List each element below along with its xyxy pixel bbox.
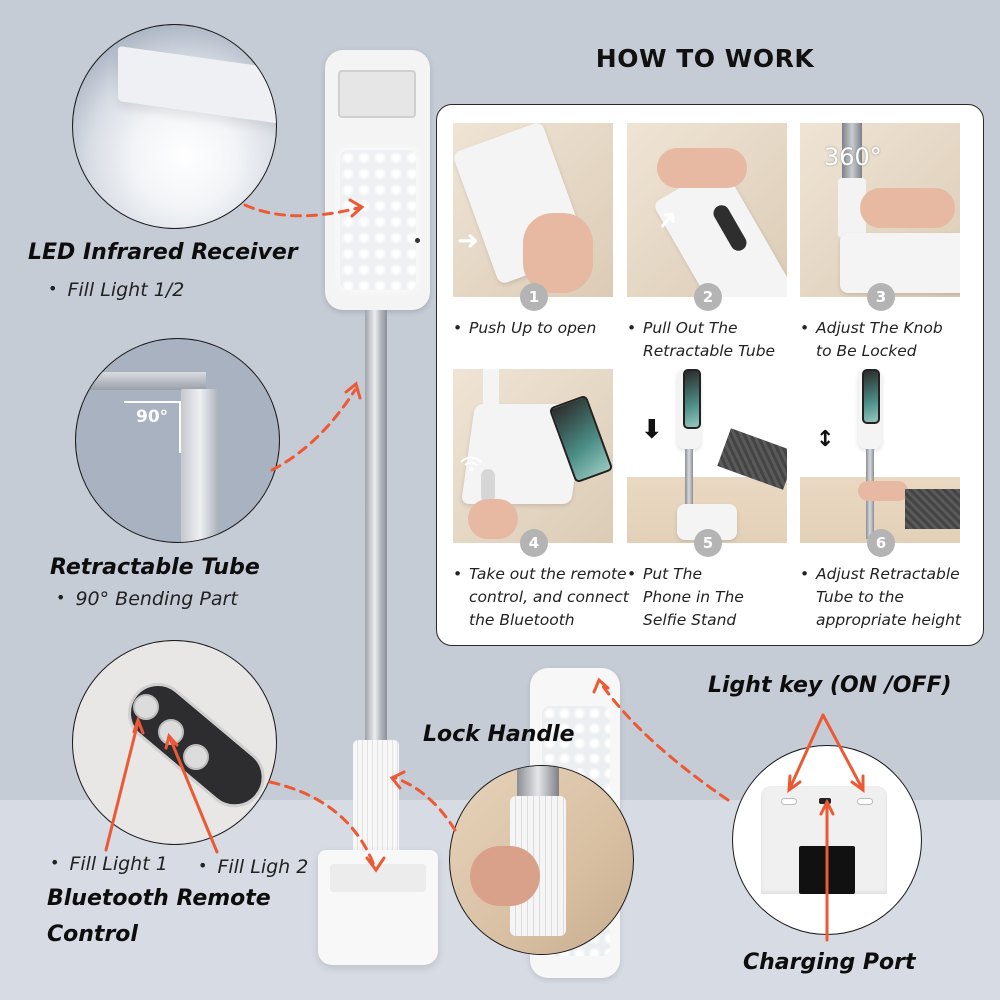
how-to-work-title: HOW TO WORK — [595, 44, 815, 73]
usb-charging-port — [819, 798, 831, 804]
bent-arm-image — [76, 372, 206, 390]
step-3-line-2: to Be Locked — [816, 342, 917, 360]
camera-shutter-button-icon — [183, 744, 209, 770]
fill-light-2-button-icon — [158, 719, 184, 745]
step-2-badge: 2 — [694, 283, 722, 311]
step-4-line-3: the Bluetooth — [469, 611, 575, 629]
step-4-badge: 4 — [520, 529, 548, 557]
led-receiver-zoom-circle — [72, 24, 277, 229]
lock-handle-zoom-circle — [449, 765, 634, 955]
step-5-photo: ⬇ — [627, 369, 787, 543]
step-4-remote — [481, 469, 495, 503]
tube-callout-arrow — [270, 388, 357, 472]
hinge-slot — [799, 846, 855, 894]
step-4-hand — [468, 499, 518, 539]
step-6-caption: Adjust Retractable Tube to the appropria… — [800, 563, 961, 632]
step-5-caption: Put The Phone in The Selfie Stand — [627, 563, 787, 632]
bluetooth-remote-zoom-circle — [72, 640, 277, 845]
step-3-base — [840, 233, 960, 293]
step-2-photo: ➜ — [627, 123, 787, 297]
step-1-line-1: Push Up to open — [469, 319, 597, 337]
step-4: 4 Take out the remote control, and conne… — [453, 369, 629, 632]
led-receiver-bullet: Fill Light 1/2 — [48, 279, 184, 301]
how-to-work-card: ➜ 1 Push Up to open ➜ 2 Pull Out The Ret… — [436, 104, 984, 646]
step-5-line-2: Phone in The — [643, 588, 744, 606]
arrow-down-icon: ⬇ — [641, 415, 663, 445]
step-3-photo: 360° — [800, 123, 960, 297]
angle-line-horizontal — [124, 401, 181, 403]
fill-light-2-bullet: Fill Ligh 2 — [198, 856, 308, 878]
hand-image — [470, 846, 540, 906]
step-2-hand — [657, 148, 747, 188]
step-5-badge: 5 — [694, 529, 722, 557]
stand-base — [318, 850, 438, 965]
step-1-hand — [523, 213, 593, 293]
step-4-caption: Take out the remote control, and connect… — [453, 563, 629, 632]
charging-port-zoom-circle — [732, 745, 922, 935]
step-2-line-2: Retractable Tube — [643, 342, 776, 360]
bluetooth-remote-title-line2: Control — [47, 922, 138, 947]
charging-port-title: Charging Port — [743, 950, 916, 975]
step-4-photo — [453, 369, 613, 543]
infrared-receiver-dot — [415, 238, 420, 243]
step-6-arm — [905, 489, 960, 529]
step-5-pole — [685, 449, 693, 509]
light-lid-image — [118, 45, 276, 130]
retractable-tube-bullet: 90° Bending Part — [56, 588, 237, 610]
step-5-arm — [717, 428, 787, 490]
light-key-right — [857, 798, 873, 805]
step-6: ↕ 6 Adjust Retractable Tube to the appro… — [800, 369, 961, 632]
step-3-caption: Adjust The Knob to Be Locked — [800, 317, 960, 363]
rotate-360-label: 360° — [824, 143, 882, 171]
step-3-badge: 3 — [867, 283, 895, 311]
arrow-up-down-icon: ↕ — [816, 427, 835, 452]
step-1: ➜ 1 Push Up to open — [453, 123, 613, 340]
wifi-icon — [460, 456, 482, 471]
step-3: 360° 3 Adjust The Knob to Be Locked — [800, 123, 960, 363]
led-fill-light-panel — [340, 150, 416, 290]
bluetooth-remote-title-line1: Bluetooth Remote — [47, 886, 271, 911]
step-3-hand — [860, 188, 955, 228]
step-1-caption: Push Up to open — [453, 317, 613, 340]
step-2-caption: Pull Out The Retractable Tube — [627, 317, 787, 363]
step-6-badge: 6 — [867, 529, 895, 557]
step-3-line-1: Adjust The Knob — [816, 319, 943, 337]
angle-line-vertical — [179, 401, 181, 453]
light-key-title: Light key (ON /OFF) — [708, 673, 952, 698]
step-5-phone — [683, 369, 701, 429]
step-6-line-3: appropriate height — [816, 611, 961, 629]
step-1-badge: 1 — [520, 283, 548, 311]
arrow-right-icon: ➜ — [457, 226, 479, 256]
tube-segments-image — [181, 389, 219, 542]
telescopic-pole — [365, 310, 387, 750]
step-6-line-2: Tube to the — [816, 588, 904, 606]
step-6-hand — [858, 481, 908, 501]
step-4-pole — [483, 369, 499, 409]
step-6-phone — [862, 369, 880, 424]
step-3-rod — [842, 123, 862, 183]
step-6-photo: ↕ — [800, 369, 960, 543]
fill-light-1-button-icon — [133, 694, 159, 720]
fill-light-1-bullet: Fill Light 1 — [50, 853, 167, 875]
lock-handle-title: Lock Handle — [423, 722, 575, 747]
step-5-line-1: Put The — [643, 565, 703, 583]
remote-storage-slot — [330, 864, 426, 892]
step-4-line-1: Take out the remote — [469, 565, 627, 583]
retractable-tube-title: Retractable Tube — [50, 555, 260, 580]
phone-clamp — [338, 70, 416, 118]
angle-label: 90° — [136, 407, 169, 427]
step-6-line-1: Adjust Retractable — [816, 565, 960, 583]
step-5: ⬇ 5 Put The Phone in The Selfie Stand — [627, 369, 787, 632]
step-2: ➜ 2 Pull Out The Retractable Tube — [627, 123, 787, 363]
light-key-left — [781, 798, 797, 805]
step-2-line-1: Pull Out The — [643, 319, 738, 337]
step-5-line-3: Selfie Stand — [643, 611, 737, 629]
lock-callout-arrow — [391, 775, 457, 832]
retractable-tube-zoom-circle: 90° — [75, 338, 280, 543]
led-receiver-title: LED Infrared Receiver — [28, 240, 298, 265]
step-4-line-2: control, and connect — [469, 588, 629, 606]
step-1-photo: ➜ — [453, 123, 613, 297]
